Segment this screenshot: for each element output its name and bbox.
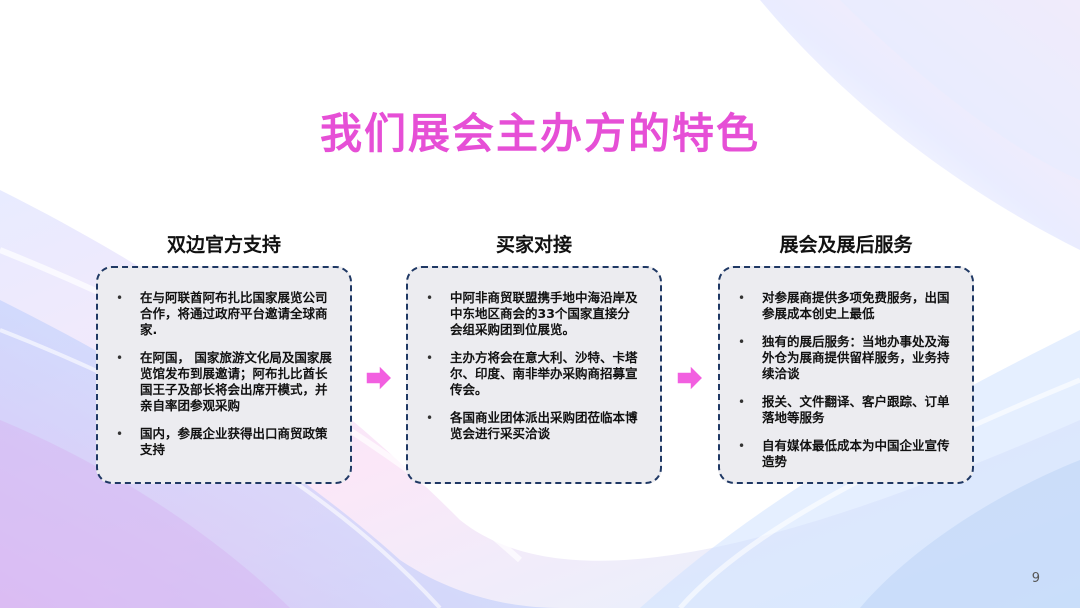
arrow-right-icon bbox=[365, 363, 394, 393]
column-heading-bilateral: 双边官方支持 bbox=[166, 234, 281, 256]
feature-list: •中阿非商贸联盟携手地中海沿岸及中东地区商会的33个国家直接分会组采购团到位展览… bbox=[424, 290, 642, 442]
feature-box-bilateral: •在与阿联酋阿布扎比国家展览公司合作，将通过政府平台邀请全球商家. •在阿国， … bbox=[96, 266, 352, 484]
bullet-icon: • bbox=[738, 291, 746, 305]
list-item: •独有的展后服务：当地办事处及海外仓为展商提供留样服务，业务持续洽谈 bbox=[738, 334, 950, 381]
page-title: 我们展会主办方的特色 bbox=[319, 109, 760, 158]
list-item: •报关、文件翻译、客户跟踪、订单落地等服务 bbox=[738, 394, 950, 425]
bullet-icon: • bbox=[116, 427, 124, 441]
list-item: •国内，参展企业获得出口商贸政策支持 bbox=[116, 426, 328, 457]
bullet-icon: • bbox=[738, 335, 746, 349]
feature-box-services: •对参展商提供多项免费服务，出国参展成本创史上最低 •独有的展后服务：当地办事处… bbox=[718, 266, 974, 484]
feature-list: •在与阿联酋阿布扎比国家展览公司合作，将通过政府平台邀请全球商家. •在阿国， … bbox=[114, 290, 332, 458]
list-item: •主办方将会在意大利、沙特、卡塔尔、印度、南非举办采购商招募宣传会。 bbox=[426, 350, 638, 397]
list-item: •在与阿联酋阿布扎比国家展览公司合作，将通过政府平台邀请全球商家. bbox=[116, 290, 328, 337]
bullet-icon: • bbox=[116, 351, 124, 365]
bullet-icon: • bbox=[738, 395, 746, 409]
list-item: •在阿国， 国家旅游文化局及国家展览馆发布到展邀请；阿布扎比酋长国王子及部长将会… bbox=[116, 350, 332, 413]
list-item: •各国商业团体派出采购团莅临本博览会进行采买洽谈 bbox=[426, 410, 638, 441]
list-item: •对参展商提供多项免费服务，出国参展成本创史上最低 bbox=[738, 290, 950, 321]
column-heading-services: 展会及展后服务 bbox=[779, 234, 913, 256]
bullet-icon: • bbox=[426, 351, 434, 365]
column-heading-buyer-matching: 买家对接 bbox=[495, 234, 572, 256]
bullet-icon: • bbox=[426, 291, 434, 305]
feature-box-buyer-matching: •中阿非商贸联盟携手地中海沿岸及中东地区商会的33个国家直接分会组采购团到位展览… bbox=[406, 266, 662, 484]
arrow-right-icon bbox=[676, 363, 705, 393]
bullet-icon: • bbox=[738, 439, 746, 453]
feature-list: •对参展商提供多项免费服务，出国参展成本创史上最低 •独有的展后服务：当地办事处… bbox=[736, 290, 954, 470]
bullet-icon: • bbox=[426, 411, 434, 425]
page-number: 9 bbox=[1031, 571, 1040, 586]
bullet-icon: • bbox=[116, 291, 124, 305]
list-item: •自有媒体最低成本为中国企业宣传造势 bbox=[738, 438, 950, 469]
list-item: •中阿非商贸联盟携手地中海沿岸及中东地区商会的33个国家直接分会组采购团到位展览… bbox=[426, 290, 638, 337]
